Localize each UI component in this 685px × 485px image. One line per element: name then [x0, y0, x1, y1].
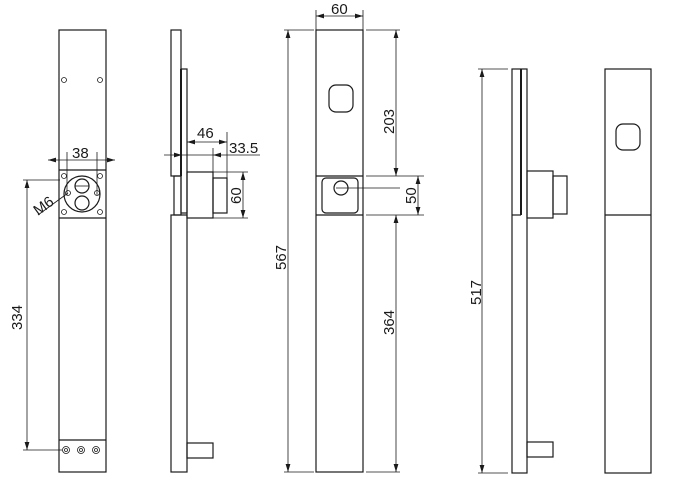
screw-icon [92, 446, 100, 454]
dim-50: 50 [403, 187, 420, 204]
screw-icon [61, 77, 67, 83]
dim-364: 364 [381, 310, 398, 335]
screw-icon [97, 77, 103, 83]
dim-33-5: 33.5 [229, 140, 258, 157]
dim-46: 46 [197, 125, 214, 142]
side-view-right: 517 [468, 68, 568, 474]
cylinder-flange [63, 175, 101, 213]
dim-334: 334 [9, 305, 26, 330]
dim-60-width: 60 [331, 1, 348, 18]
handle-icon [615, 123, 641, 151]
front-view-outline [604, 68, 652, 474]
handle-icon [328, 84, 354, 113]
dim-60-knob: 60 [228, 187, 245, 204]
rear-view: 38 M6 334 [9, 29, 115, 473]
front-view: 60 567 203 364 50 [273, 1, 424, 473]
screw-icon [62, 446, 70, 454]
dim-517: 517 [468, 280, 485, 305]
side-view-left: 46 33.5 60 [164, 29, 260, 473]
screw-icon [77, 446, 85, 454]
dim-38: 38 [72, 145, 89, 162]
dim-203: 203 [381, 109, 398, 134]
dim-567: 567 [273, 245, 290, 270]
dim-m6: M6 [30, 193, 57, 219]
